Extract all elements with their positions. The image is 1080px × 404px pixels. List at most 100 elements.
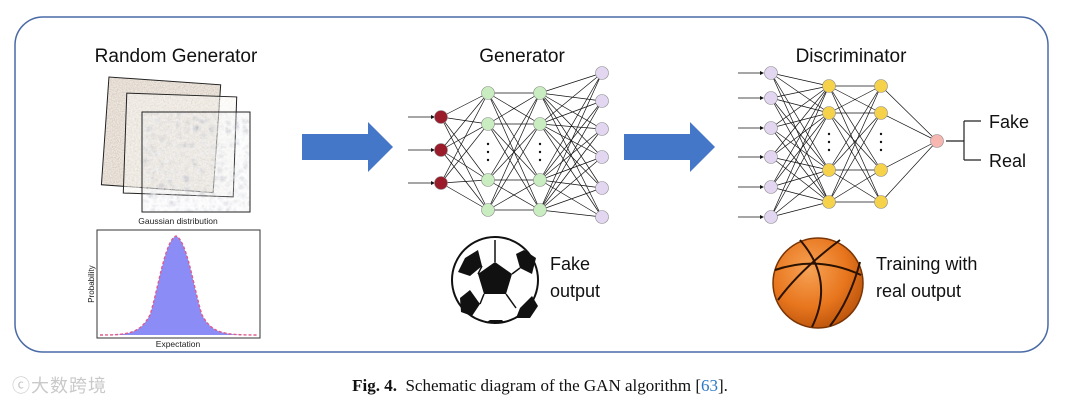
random-generator-title: Random Generator (95, 46, 258, 67)
caption-reference-link[interactable]: 63 (700, 376, 718, 395)
gen-node (595, 66, 609, 80)
gen-edge (539, 100, 603, 181)
disc-edge (828, 169, 882, 203)
disc-ellipsis-dot (827, 140, 831, 144)
disc-ellipsis-dot (827, 148, 831, 152)
disc-node (822, 106, 836, 120)
disc-edge (770, 85, 830, 99)
disc-edge (770, 72, 830, 203)
generator-network (408, 66, 609, 224)
watermark-logo: ⓒ大数跨境 (12, 372, 107, 398)
disc-edge (880, 85, 938, 142)
gen-node (533, 117, 547, 131)
gen-ellipsis-dot (486, 158, 490, 162)
disc-edge (770, 156, 830, 203)
disc-edge (770, 72, 830, 114)
gen-edge (440, 123, 489, 151)
flow-arrow-1 (302, 122, 393, 172)
discriminator-title: Discriminator (796, 46, 908, 67)
disc-ellipsis-dot (879, 132, 883, 136)
disc-arrowhead (760, 155, 764, 159)
gen-ellipsis-dot (538, 158, 542, 162)
gen-edge (440, 149, 489, 181)
gen-arrowhead (431, 181, 435, 185)
generator-title: Generator (479, 46, 565, 67)
gen-edge (440, 116, 489, 125)
disc-edge (828, 112, 882, 203)
disc-arrowhead (760, 185, 764, 189)
disc-edge (880, 140, 938, 203)
disc-node (764, 91, 778, 105)
disc-node (874, 79, 888, 93)
disc-edge (770, 112, 830, 158)
disc-edge (770, 85, 830, 218)
disc-node (874, 163, 888, 177)
gen-edge (539, 123, 603, 218)
gen-edge (539, 100, 603, 125)
gen-edge (487, 179, 541, 211)
gen-edge (440, 92, 489, 151)
discriminator-network (738, 66, 944, 224)
gen-edge (440, 116, 489, 181)
disc-edge (828, 85, 882, 203)
disc-edge (770, 201, 830, 218)
gen-node (533, 173, 547, 187)
real-class-label: Real (989, 151, 1026, 171)
gen-node (595, 122, 609, 136)
plot-x-label: Expectation (156, 339, 201, 349)
disc-edge (828, 112, 882, 171)
gen-edge (487, 123, 541, 211)
gen-edge (440, 123, 489, 184)
gen-node (595, 181, 609, 195)
fake-class-label: Fake (989, 112, 1029, 132)
classification-bracket (946, 120, 981, 161)
basketball-icon (772, 237, 864, 329)
gen-edge (440, 116, 489, 211)
disc-node (822, 195, 836, 209)
flow-arrow-2 (624, 122, 715, 172)
gen-edge (539, 128, 603, 181)
disc-edge (770, 169, 830, 218)
disc-ellipsis-dot (827, 132, 831, 136)
disc-arrowhead (760, 71, 764, 75)
gen-node (481, 117, 495, 131)
gen-node (434, 143, 448, 157)
disc-arrowhead (760, 96, 764, 100)
gen-edge (539, 209, 603, 218)
fake-output-label-2: output (550, 281, 600, 301)
caption-text: Schematic diagram of the GAN algorithm [ (405, 376, 701, 395)
disc-arrowhead (760, 215, 764, 219)
gen-edge (487, 92, 541, 181)
disc-edge (770, 112, 830, 129)
gen-edge (440, 179, 489, 184)
gen-edge (539, 72, 603, 125)
caption-suffix: ]. (717, 376, 728, 395)
gen-edge (440, 182, 489, 211)
disc-node (764, 66, 778, 80)
disc-node (822, 79, 836, 93)
gen-edge (539, 179, 603, 218)
disc-edge (770, 112, 830, 218)
gen-node (533, 203, 547, 217)
diagram-frame (14, 16, 1049, 353)
training-output-label-2: real output (876, 281, 961, 301)
training-output-label-1: Training with (876, 254, 977, 274)
gen-edge (539, 92, 603, 158)
gen-arrowhead (431, 148, 435, 152)
disc-edge (770, 72, 830, 87)
disc-arrowhead (760, 126, 764, 130)
gen-node (595, 94, 609, 108)
disc-node (930, 134, 944, 148)
gen-edge (539, 92, 603, 102)
disc-edge (770, 112, 830, 188)
gen-arrowhead (431, 115, 435, 119)
disc-ellipsis-dot (879, 140, 883, 144)
gen-edge (487, 92, 541, 211)
disc-ellipsis-dot (879, 148, 883, 152)
disc-node (764, 150, 778, 164)
disc-edge (880, 140, 938, 171)
disc-node (764, 210, 778, 224)
disc-edge (770, 186, 830, 203)
figure-caption: Fig. 4. Schematic diagram of the GAN alg… (0, 376, 1080, 396)
gen-edge (539, 128, 603, 211)
